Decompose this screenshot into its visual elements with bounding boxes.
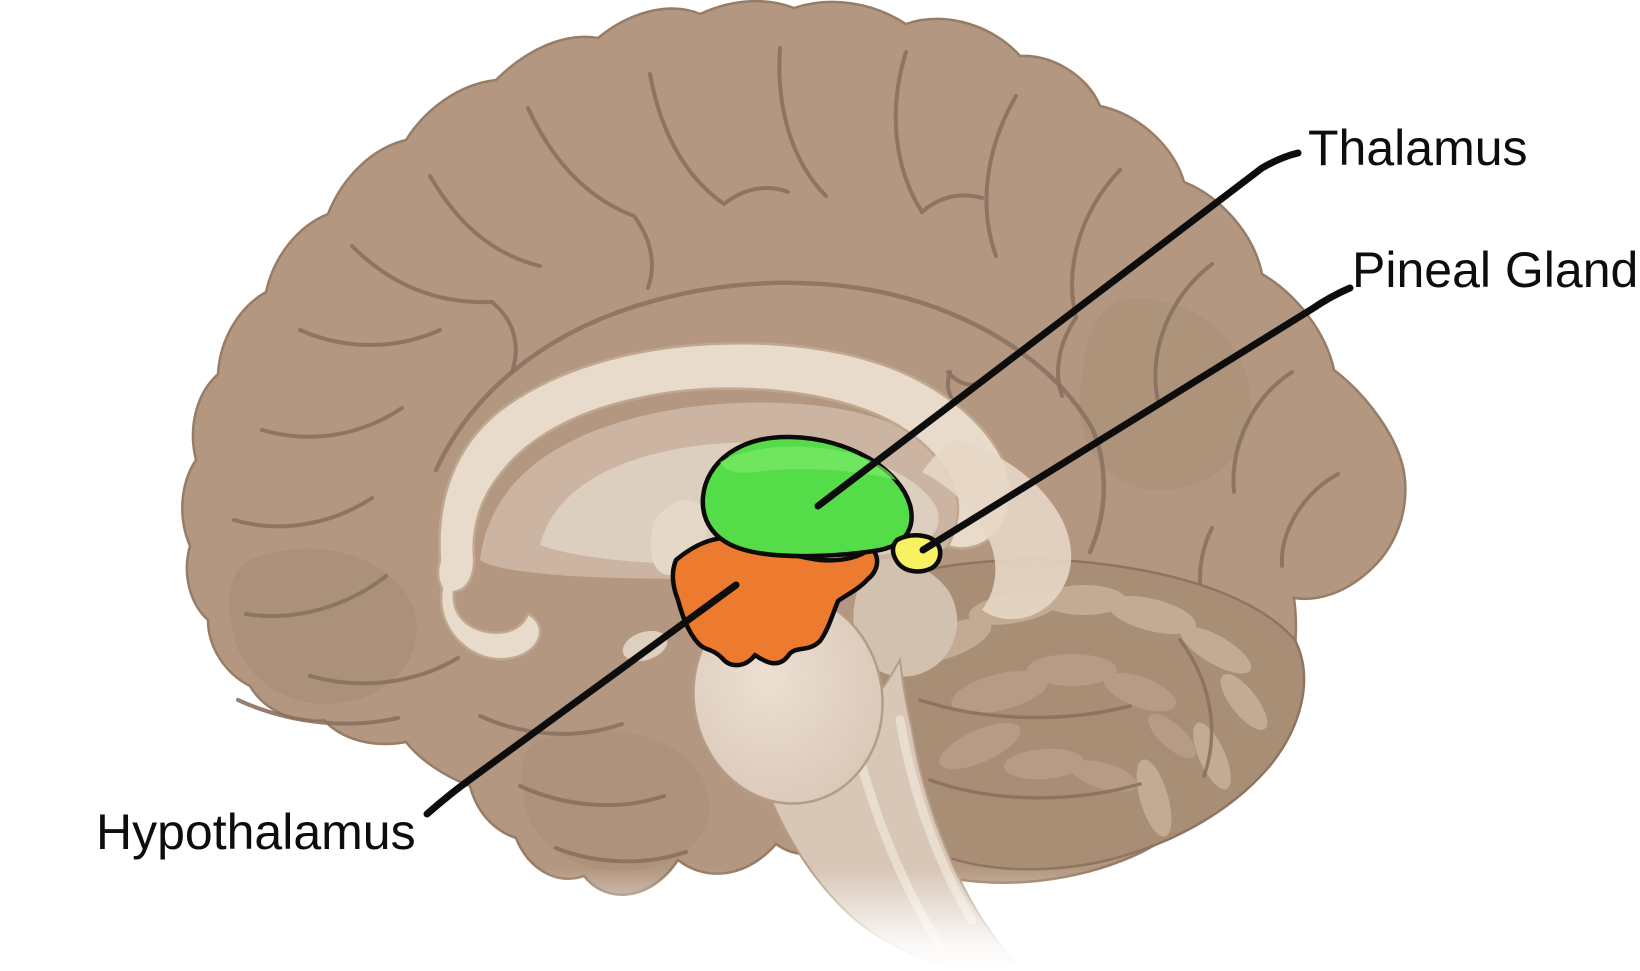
leader-lines (423, 149, 1354, 818)
hypothalamus-leader-line (423, 581, 740, 818)
bottom-fade (0, 868, 1640, 971)
pineal-gland-label: Pineal Gland (1352, 242, 1639, 298)
cerebellum-sulci (918, 638, 1214, 800)
thalamus-highlight (720, 446, 896, 480)
corpus-callosum (436, 342, 1012, 661)
pineal-leader-line (919, 284, 1354, 554)
thalamus-label: Thalamus (1308, 120, 1528, 176)
sulci-lines (232, 46, 1340, 864)
midbrain (853, 559, 958, 677)
highlighted-structures (670, 434, 943, 668)
optic-chiasm (622, 630, 668, 662)
thalamus-leader-line (814, 149, 1302, 510)
thalamus-region-group (700, 434, 914, 559)
hypothalamus-region (670, 535, 880, 668)
cerebellum (858, 558, 1306, 871)
hypothalamus-label: Hypothalamus (96, 804, 416, 860)
cerebellum-folia-inner (939, 654, 1196, 792)
